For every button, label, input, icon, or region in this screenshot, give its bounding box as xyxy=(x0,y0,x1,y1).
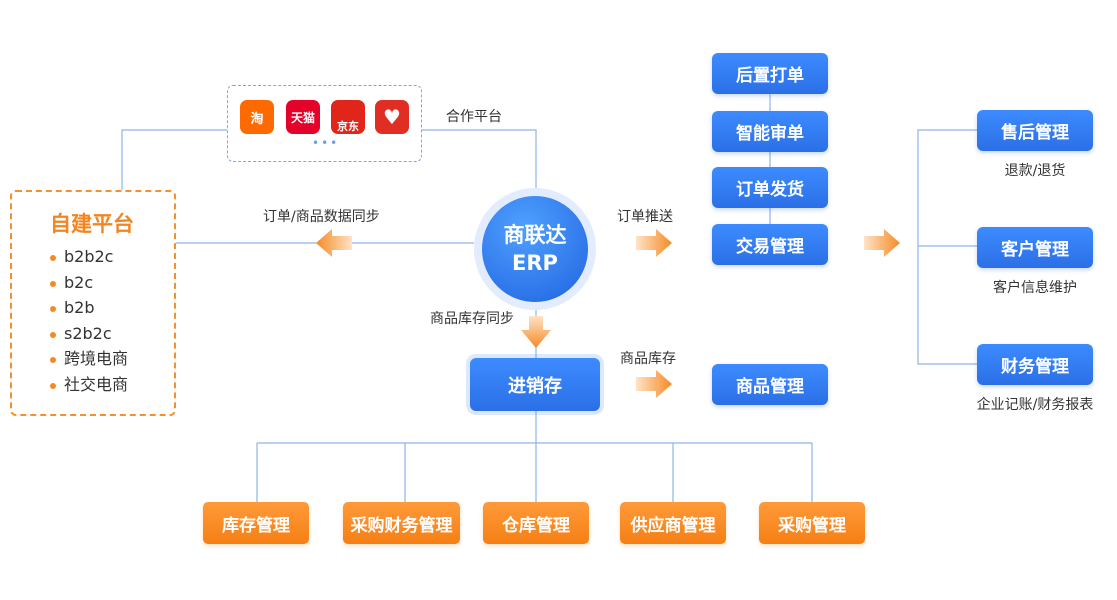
self-built-title: 自建平台 xyxy=(50,212,134,236)
erp-title: 商联达 xyxy=(503,223,567,247)
after-sales-desc: 退款/退货 xyxy=(1004,163,1066,179)
arrow-left-icon xyxy=(316,229,352,257)
order-step-review[interactable]: 智能审单 xyxy=(712,111,828,152)
erp-node: 商联达 ERP xyxy=(474,188,596,310)
jd-icon: 京东 xyxy=(331,100,365,134)
list-item: s2b2c xyxy=(50,321,128,347)
list-item: 社交电商 xyxy=(50,372,128,398)
list-item: 跨境电商 xyxy=(50,346,128,372)
arrow-right-icon xyxy=(636,370,672,398)
product-stock-label: 商品库存 xyxy=(620,351,676,367)
platform-box: 淘 天猫 京东 ♥ ••• xyxy=(227,85,422,162)
list-item: b2b2c xyxy=(50,244,128,270)
finance-desc: 企业记账/财务报表 xyxy=(976,397,1094,413)
self-built-list: b2b2c b2c b2b s2b2c 跨境电商 社交电商 xyxy=(50,244,128,397)
finance-management-button[interactable]: 财务管理 xyxy=(977,344,1093,385)
inventory-button[interactable]: 进销存 xyxy=(470,358,600,411)
tmall-icon: 天猫 xyxy=(286,100,320,134)
order-push-label: 订单推送 xyxy=(617,209,673,225)
product-management-button[interactable]: 商品管理 xyxy=(712,364,828,405)
list-item: b2c xyxy=(50,270,128,296)
taobao-icon: 淘 xyxy=(240,100,274,134)
customer-desc: 客户信息维护 xyxy=(993,280,1077,296)
order-step-ship[interactable]: 订单发货 xyxy=(712,167,828,208)
arrow-right-icon xyxy=(636,229,672,257)
warehouse-management-button[interactable]: 仓库管理 xyxy=(483,502,589,544)
customer-management-button[interactable]: 客户管理 xyxy=(977,227,1093,268)
order-step-print[interactable]: 后置打单 xyxy=(712,53,828,94)
purchase-finance-button[interactable]: 采购财务管理 xyxy=(343,502,460,544)
order-step-trade[interactable]: 交易管理 xyxy=(712,224,828,265)
arrow-down-icon xyxy=(521,316,551,348)
stock-sync-label: 商品库存同步 xyxy=(430,311,514,327)
purchase-management-button[interactable]: 采购管理 xyxy=(759,502,865,544)
arrow-right-icon xyxy=(864,229,900,257)
platform-label: 合作平台 xyxy=(446,109,502,125)
supplier-management-button[interactable]: 供应商管理 xyxy=(620,502,726,544)
order-sync-label: 订单/商品数据同步 xyxy=(263,209,380,225)
pinduoduo-icon: ♥ xyxy=(375,100,409,134)
erp-subtitle: ERP xyxy=(512,251,558,275)
stock-management-button[interactable]: 库存管理 xyxy=(203,502,309,544)
more-icon: ••• xyxy=(312,136,340,150)
after-sales-button[interactable]: 售后管理 xyxy=(977,110,1093,151)
self-built-box: 自建平台 b2b2c b2c b2b s2b2c 跨境电商 社交电商 xyxy=(10,190,176,416)
list-item: b2b xyxy=(50,295,128,321)
